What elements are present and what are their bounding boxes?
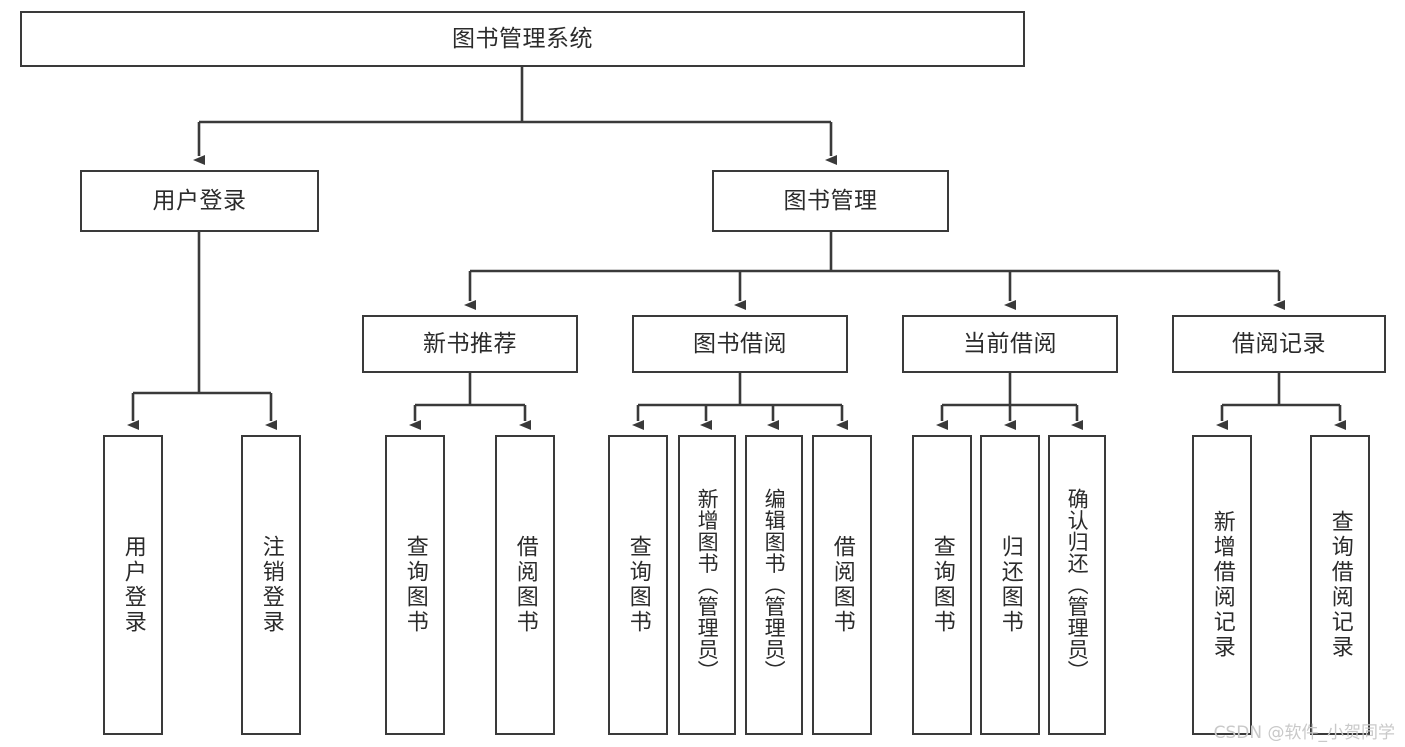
node-leaf-user-logout[interactable]: 注销登录 <box>241 435 301 735</box>
node-leaf-add-book-admin[interactable]: 新增图书（管理员） <box>678 435 736 735</box>
node-label: 新增借阅记录 <box>1209 510 1235 660</box>
node-label: 查询借阅记录 <box>1327 510 1353 660</box>
node-leaf-query-book-1[interactable]: 查询图书 <box>385 435 445 735</box>
node-label: 确认归还（管理员） <box>1065 488 1090 682</box>
node-leaf-borrow-book-1[interactable]: 借阅图书 <box>495 435 555 735</box>
node-leaf-user-login[interactable]: 用户登录 <box>103 435 163 735</box>
node-leaf-query-book-3[interactable]: 查询图书 <box>912 435 972 735</box>
node-label: 新书推荐 <box>423 330 517 357</box>
node-label: 查询图书 <box>625 535 651 635</box>
node-label: 图书借阅 <box>693 330 787 357</box>
node-label: 当前借阅 <box>963 330 1057 357</box>
node-label: 归还图书 <box>997 535 1023 635</box>
node-label: 查询图书 <box>402 535 428 635</box>
node-book-management[interactable]: 图书管理 <box>712 170 949 232</box>
node-user-login[interactable]: 用户登录 <box>80 170 319 232</box>
node-label: 查询图书 <box>929 535 955 635</box>
node-new-book-recommend[interactable]: 新书推荐 <box>362 315 578 373</box>
node-current-borrow[interactable]: 当前借阅 <box>902 315 1118 373</box>
node-borrow-record[interactable]: 借阅记录 <box>1172 315 1386 373</box>
node-label: 用户登录 <box>152 187 247 214</box>
node-book-borrow[interactable]: 图书借阅 <box>632 315 848 373</box>
node-label: 注销登录 <box>258 535 284 635</box>
node-label: 图书管理 <box>783 187 878 214</box>
node-label: 借阅图书 <box>512 535 538 635</box>
node-label: 编辑图书（管理员） <box>762 488 787 682</box>
node-leaf-return-book[interactable]: 归还图书 <box>980 435 1040 735</box>
node-label: 用户登录 <box>120 535 146 635</box>
node-leaf-query-borrow-record[interactable]: 查询借阅记录 <box>1310 435 1370 735</box>
node-leaf-confirm-return-admin[interactable]: 确认归还（管理员） <box>1048 435 1106 735</box>
node-leaf-add-borrow-record[interactable]: 新增借阅记录 <box>1192 435 1252 735</box>
node-leaf-borrow-book-2[interactable]: 借阅图书 <box>812 435 872 735</box>
node-label: 图书管理系统 <box>452 25 593 52</box>
node-leaf-edit-book-admin[interactable]: 编辑图书（管理员） <box>745 435 803 735</box>
node-leaf-query-book-2[interactable]: 查询图书 <box>608 435 668 735</box>
node-label: 新增图书（管理员） <box>695 488 720 682</box>
node-label: 借阅图书 <box>829 535 855 635</box>
node-label: 借阅记录 <box>1232 330 1326 357</box>
node-root-system[interactable]: 图书管理系统 <box>20 11 1025 67</box>
csdn-watermark: CSDN @软件_小贺同学 <box>1213 723 1395 743</box>
